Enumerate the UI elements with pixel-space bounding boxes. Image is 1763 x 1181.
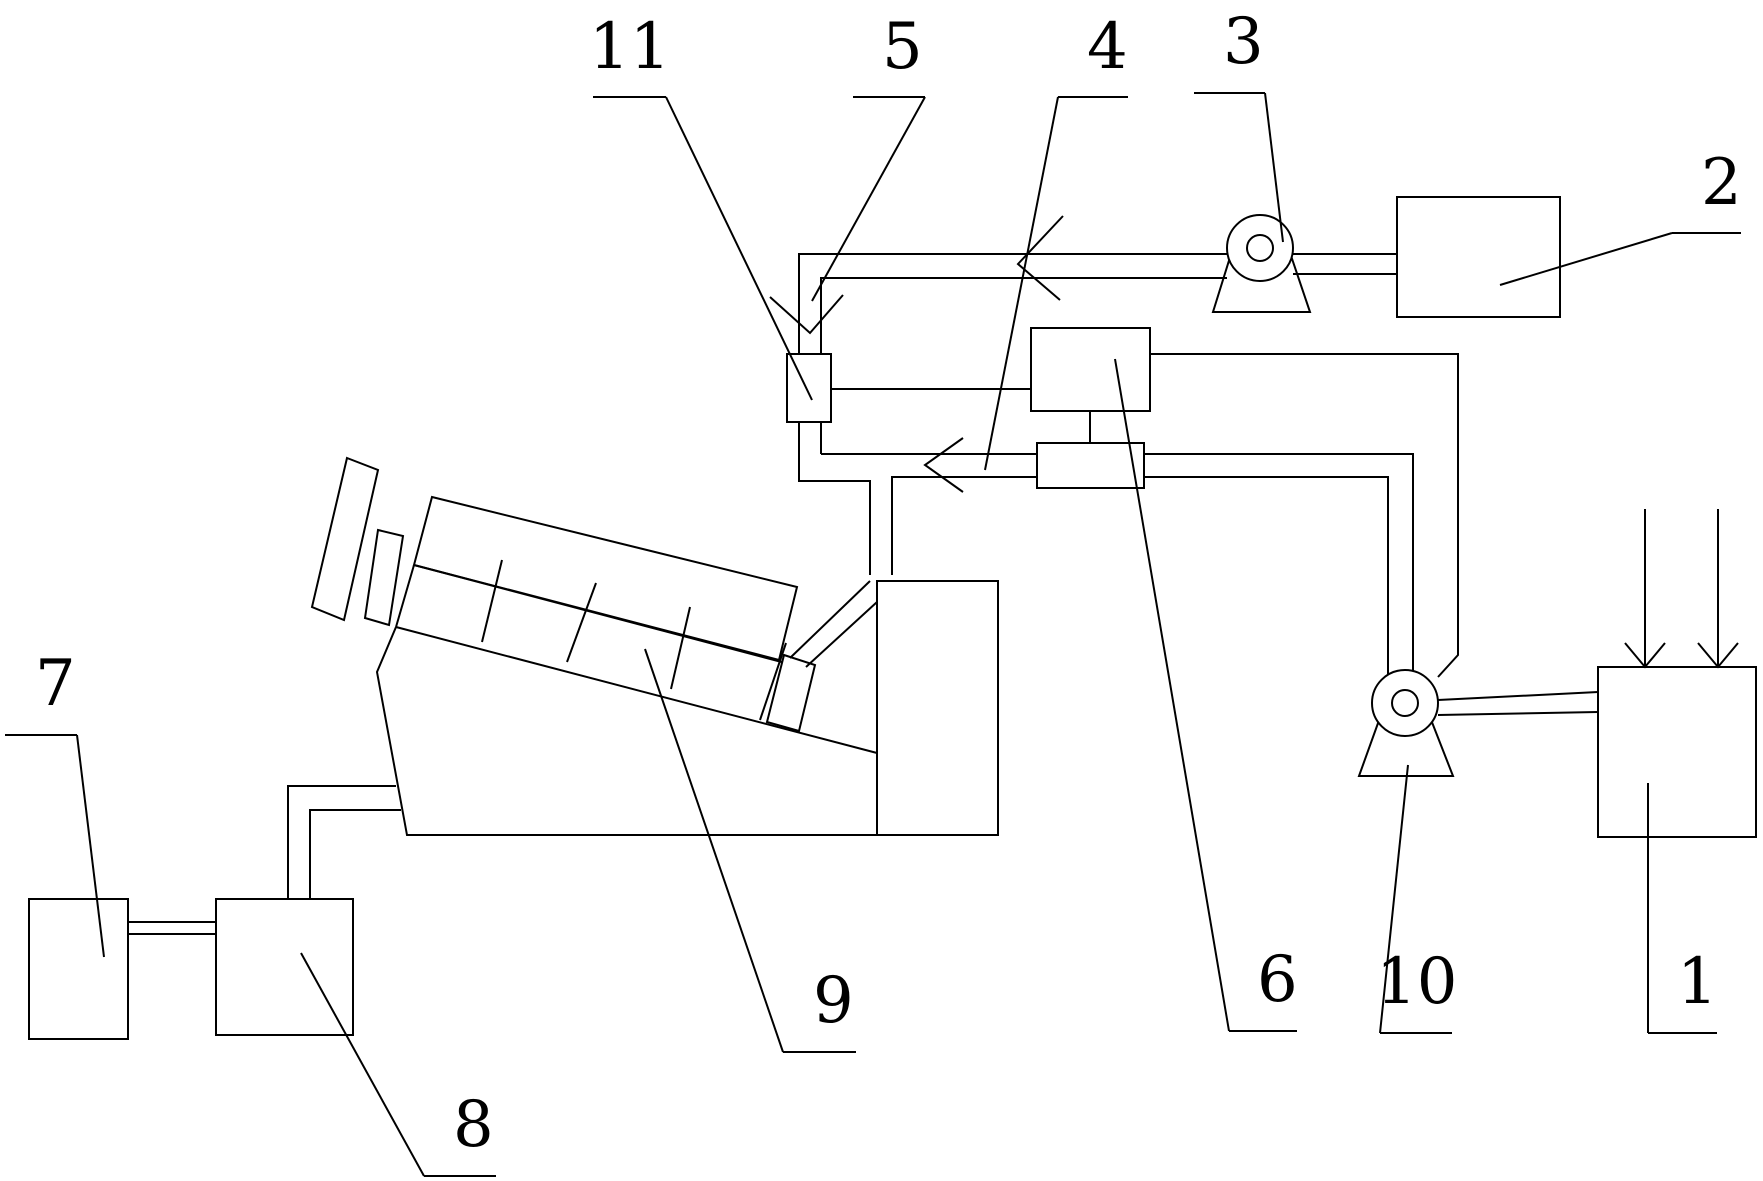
flow-meter xyxy=(1036,442,1145,489)
label-10: 10 xyxy=(1376,945,1457,1019)
tank-7 xyxy=(28,898,129,1040)
flow-arrow-upper xyxy=(1016,215,1064,301)
pipe-middle-lower xyxy=(891,476,1037,575)
pipe-upper-outer xyxy=(798,253,1227,575)
flow-arrow-down xyxy=(769,294,844,335)
flow-arrow-middle xyxy=(923,437,964,493)
label-4: 4 xyxy=(1087,10,1128,84)
pipe-upper-inner xyxy=(820,277,1227,354)
controller-6 xyxy=(1030,327,1151,412)
pipe-base-8-inner xyxy=(309,809,401,899)
label-11: 11 xyxy=(589,10,670,84)
tank-8 xyxy=(215,898,354,1036)
label-5: 5 xyxy=(882,10,923,84)
pipe-meter-pump10-outer xyxy=(1144,453,1414,677)
separator-9 xyxy=(310,456,999,836)
label-8: 8 xyxy=(453,1088,494,1162)
signal-line-6-10 xyxy=(1150,353,1459,678)
leader-lines xyxy=(5,92,1741,1177)
label-9: 9 xyxy=(813,964,854,1038)
pipe-meter-pump10-inner xyxy=(1144,476,1389,677)
pipe-base-8-outer xyxy=(287,785,396,899)
inlet-arrow-2 xyxy=(1697,642,1739,669)
label-6: 6 xyxy=(1257,943,1298,1017)
pump-10 xyxy=(1357,669,1455,777)
inlet-arrow-1 xyxy=(1624,642,1666,669)
pipe-pump10-tank1-top xyxy=(1437,691,1599,701)
pipe-pump10-tank1-bottom xyxy=(1437,711,1599,716)
label-2: 2 xyxy=(1701,146,1742,220)
label-7: 7 xyxy=(35,647,76,721)
label-1: 1 xyxy=(1677,945,1718,1019)
pump-3 xyxy=(1211,214,1312,313)
tank-1 xyxy=(1597,666,1757,838)
label-3: 3 xyxy=(1223,5,1264,79)
valve-11 xyxy=(786,353,832,423)
tank-2 xyxy=(1396,196,1561,318)
